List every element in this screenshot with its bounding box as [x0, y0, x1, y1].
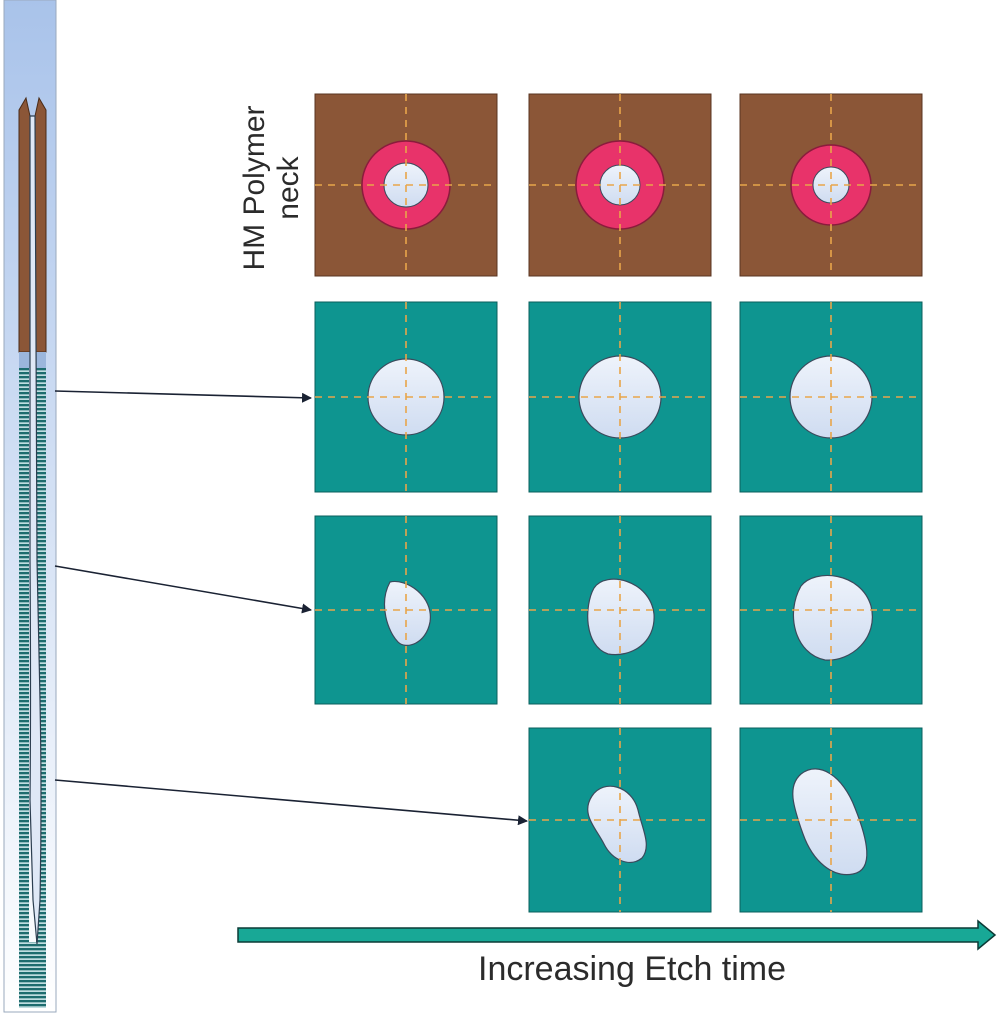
oxide-stack-bottom: [19, 942, 46, 1008]
hole-cross-section: [587, 578, 655, 656]
panel-r2-c3: [739, 301, 923, 493]
pointer-arrow-3: [54, 779, 528, 826]
panel-r1-c1: [314, 93, 498, 277]
panel-r3-c2: [528, 515, 712, 705]
hole-cross-section: [792, 574, 873, 661]
hardmask-sidewall-right: [34, 96, 47, 353]
etched-hole-profile: [29, 115, 42, 945]
panel-r2-c1: [314, 301, 498, 493]
axis-caption: Increasing Etch time: [478, 950, 787, 988]
pointer-arrow-1: [54, 390, 312, 403]
panel-r1-c3: [739, 93, 923, 277]
etch-time-arrow-shape: [237, 919, 997, 951]
hole-cross-section: [587, 785, 647, 863]
depth-pointers: [54, 390, 528, 826]
hole-cross-section: [383, 580, 431, 646]
cross-section-column: [3, 0, 57, 1013]
panel-r3-c3: [739, 515, 923, 705]
panel-r4-c2: [528, 727, 712, 913]
row-label-text: HM Polymer neck: [238, 105, 306, 270]
etch-time-arrow: [237, 919, 997, 951]
panel-r3-c1: [314, 515, 498, 705]
oxide-stack-right: [36, 368, 46, 942]
panel-r1-c2: [528, 93, 712, 277]
oxide-stack-left: [19, 368, 29, 942]
row-label-hm-polymer-neck: HM Polymer neck: [232, 90, 312, 285]
row-label-line1: HM Polymer: [238, 104, 271, 271]
hardmask-sidewall-left: [18, 96, 31, 353]
panel-r4-c3: [739, 727, 923, 913]
hole-cross-section: [792, 768, 868, 876]
row-label-line2: neck: [272, 155, 305, 220]
panel-r2-c2: [528, 301, 712, 493]
pointer-arrow-2: [54, 565, 312, 614]
panel-grid: [314, 93, 923, 913]
